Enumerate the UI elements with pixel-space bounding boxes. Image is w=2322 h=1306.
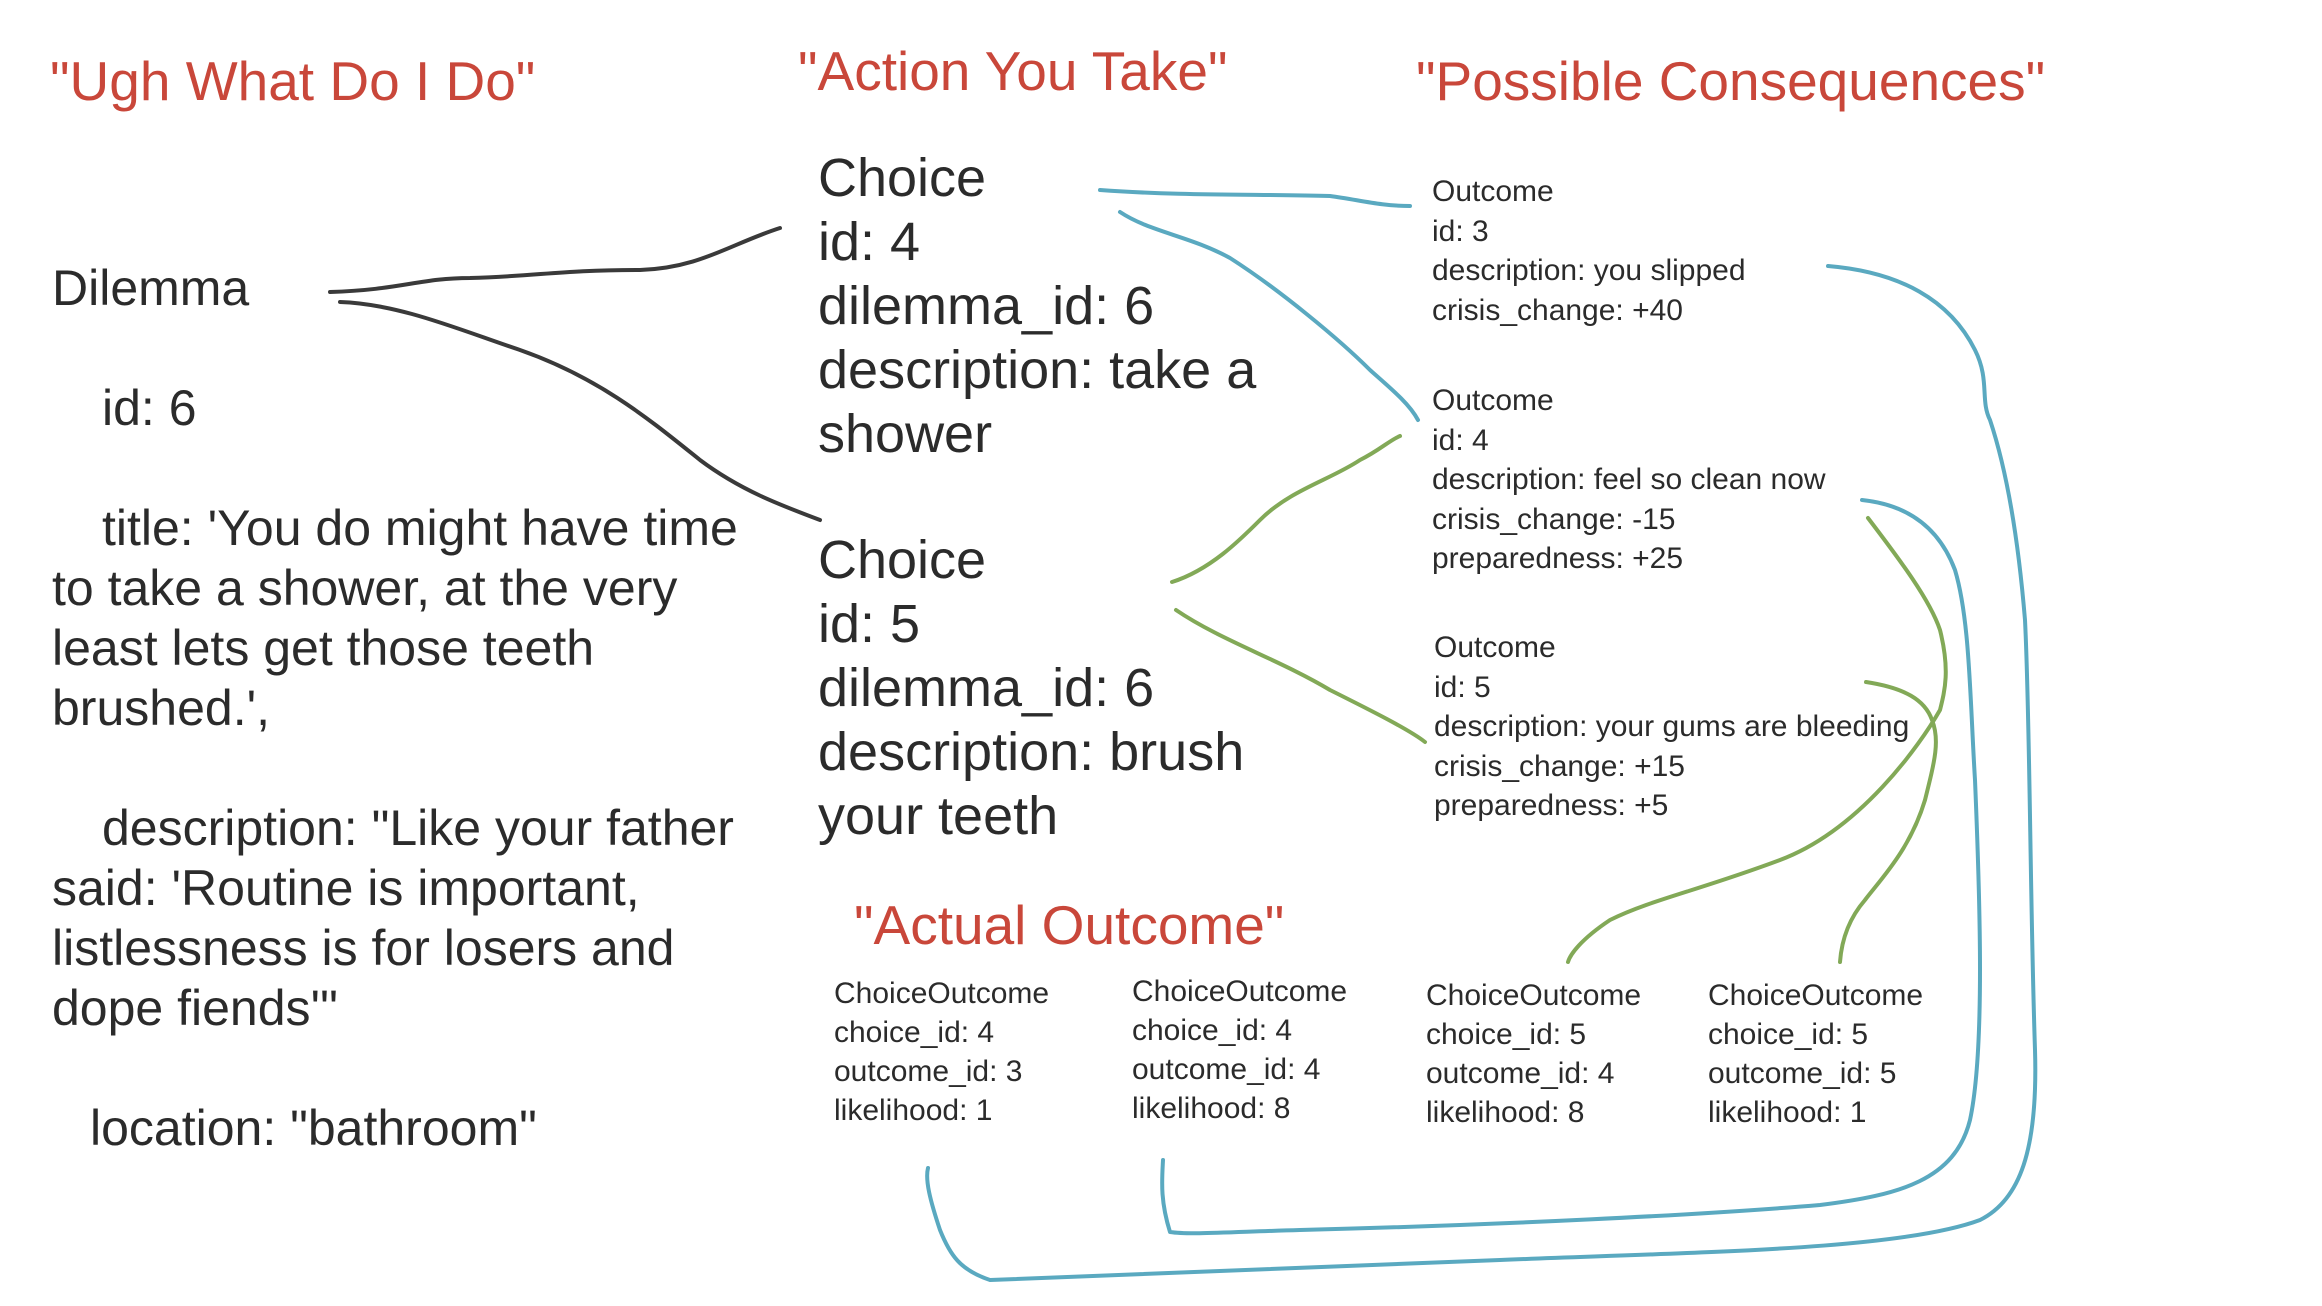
choice-dilemma-id: dilemma_id: 6 [818,276,1155,336]
outcome-line: id: 3 [1432,214,1489,248]
heading-consequences: "Possible Consequences" [1416,50,2046,112]
spacer [52,438,772,498]
choiceoutcome-card: ChoiceOutcome choice_id: 5 outcome_id: 5… [1708,976,1923,1132]
heading-actual-outcome: "Actual Outcome" [854,894,1285,956]
choiceoutcome-line: choice_id: 5 [1426,1018,1587,1051]
choiceoutcome-line: likelihood: 1 [834,1094,993,1127]
choiceoutcome-line: outcome_id: 4 [1426,1057,1615,1090]
outcome-card: Outcome id: 4 description: feel so clean… [1432,381,1826,579]
choiceoutcome-line: outcome_id: 3 [834,1055,1023,1088]
outcome-card: Outcome id: 5 description: your gums are… [1434,628,1909,826]
heading-action: "Action You Take" [798,40,1228,102]
choiceoutcome-line: likelihood: 8 [1132,1092,1291,1125]
choiceoutcome-line: choice_id: 5 [1708,1018,1869,1051]
choice-dilemma-id: dilemma_id: 6 [818,658,1155,718]
outcome-line: crisis_change: +40 [1432,293,1683,327]
outcome-line: preparedness: +5 [1434,789,1669,822]
choiceoutcome-card: ChoiceOutcome choice_id: 4 outcome_id: 3… [834,974,1049,1130]
connector-choice-4-outcome-3 [1098,188,1412,208]
choiceoutcome-line: choice_id: 4 [834,1016,995,1049]
choice-card: Choice id: 4 dilemma_id: 6 description: … [818,146,1298,466]
connector-dilemma-choice-4 [328,226,782,294]
connector-outcome-4-choiceoutcome-2 [1160,498,1982,1236]
connector-outcome-5-choiceoutcome-4 [1838,680,1938,964]
choiceoutcome-label: ChoiceOutcome [834,977,1050,1010]
dilemma-location: location: "bathroom" [90,1100,537,1156]
connector-dilemma-choice-5 [338,300,822,522]
spacer [52,1038,772,1098]
heading-dilemma: "Ugh What Do I Do" [50,50,536,112]
choice-label: Choice [818,148,987,208]
outcome-line: description: feel so clean now [1432,463,1826,496]
spacer [52,738,772,798]
choiceoutcome-line: likelihood: 8 [1426,1096,1585,1129]
choiceoutcome-line: likelihood: 1 [1708,1096,1867,1129]
choiceoutcome-label: ChoiceOutcome [1708,979,1924,1012]
choiceoutcome-line: choice_id: 4 [1132,1014,1293,1047]
choice-id: id: 5 [818,594,921,654]
choiceoutcome-line: outcome_id: 5 [1708,1057,1897,1090]
choice-description: description: take a shower [818,340,1257,464]
connector-choice-4-outcome-4 [1118,210,1420,422]
dilemma-block: Dilemma id: 6 title: 'You do might have … [52,258,772,1158]
outcome-line: description: you slipped [1432,254,1746,287]
choice-id: id: 4 [818,212,921,272]
outcome-line: preparedness: +25 [1432,542,1684,575]
connector-outcome-3-choiceoutcome-1 [925,264,2038,1282]
spacer [52,318,772,378]
connector-choice-5-outcome-4 [1170,434,1402,584]
connector-choice-5-outcome-5 [1174,608,1427,744]
dilemma-label: Dilemma [52,260,250,316]
choiceoutcome-card: ChoiceOutcome choice_id: 4 outcome_id: 4… [1132,972,1347,1128]
outcome-label: Outcome [1432,175,1554,208]
choice-description: description: brush your teeth [818,722,1245,846]
choiceoutcome-label: ChoiceOutcome [1132,975,1348,1008]
outcome-label: Outcome [1434,631,1556,664]
outcome-line: description: your gums are bleeding [1434,710,1910,743]
outcome-line: crisis_change: +15 [1434,749,1685,783]
connector-outcome-4-choiceoutcome-3 [1566,516,1948,964]
dilemma-title: title: 'You do might have time to take a… [52,500,738,736]
outcome-line: id: 4 [1432,423,1489,457]
outcome-line: crisis_change: -15 [1432,502,1676,536]
choice-label: Choice [818,530,987,590]
choice-card: Choice id: 5 dilemma_id: 6 description: … [818,528,1298,848]
dilemma-id: id: 6 [102,380,197,436]
choiceoutcome-card: ChoiceOutcome choice_id: 5 outcome_id: 4… [1426,976,1641,1132]
dilemma-description: description: "Like your father said: 'Ro… [52,800,734,1036]
choiceoutcome-line: outcome_id: 4 [1132,1053,1321,1086]
outcome-label: Outcome [1432,384,1554,417]
outcome-card: Outcome id: 3 description: you slipped c… [1432,172,1746,330]
outcome-line: id: 5 [1434,670,1491,704]
choiceoutcome-label: ChoiceOutcome [1426,979,1642,1012]
